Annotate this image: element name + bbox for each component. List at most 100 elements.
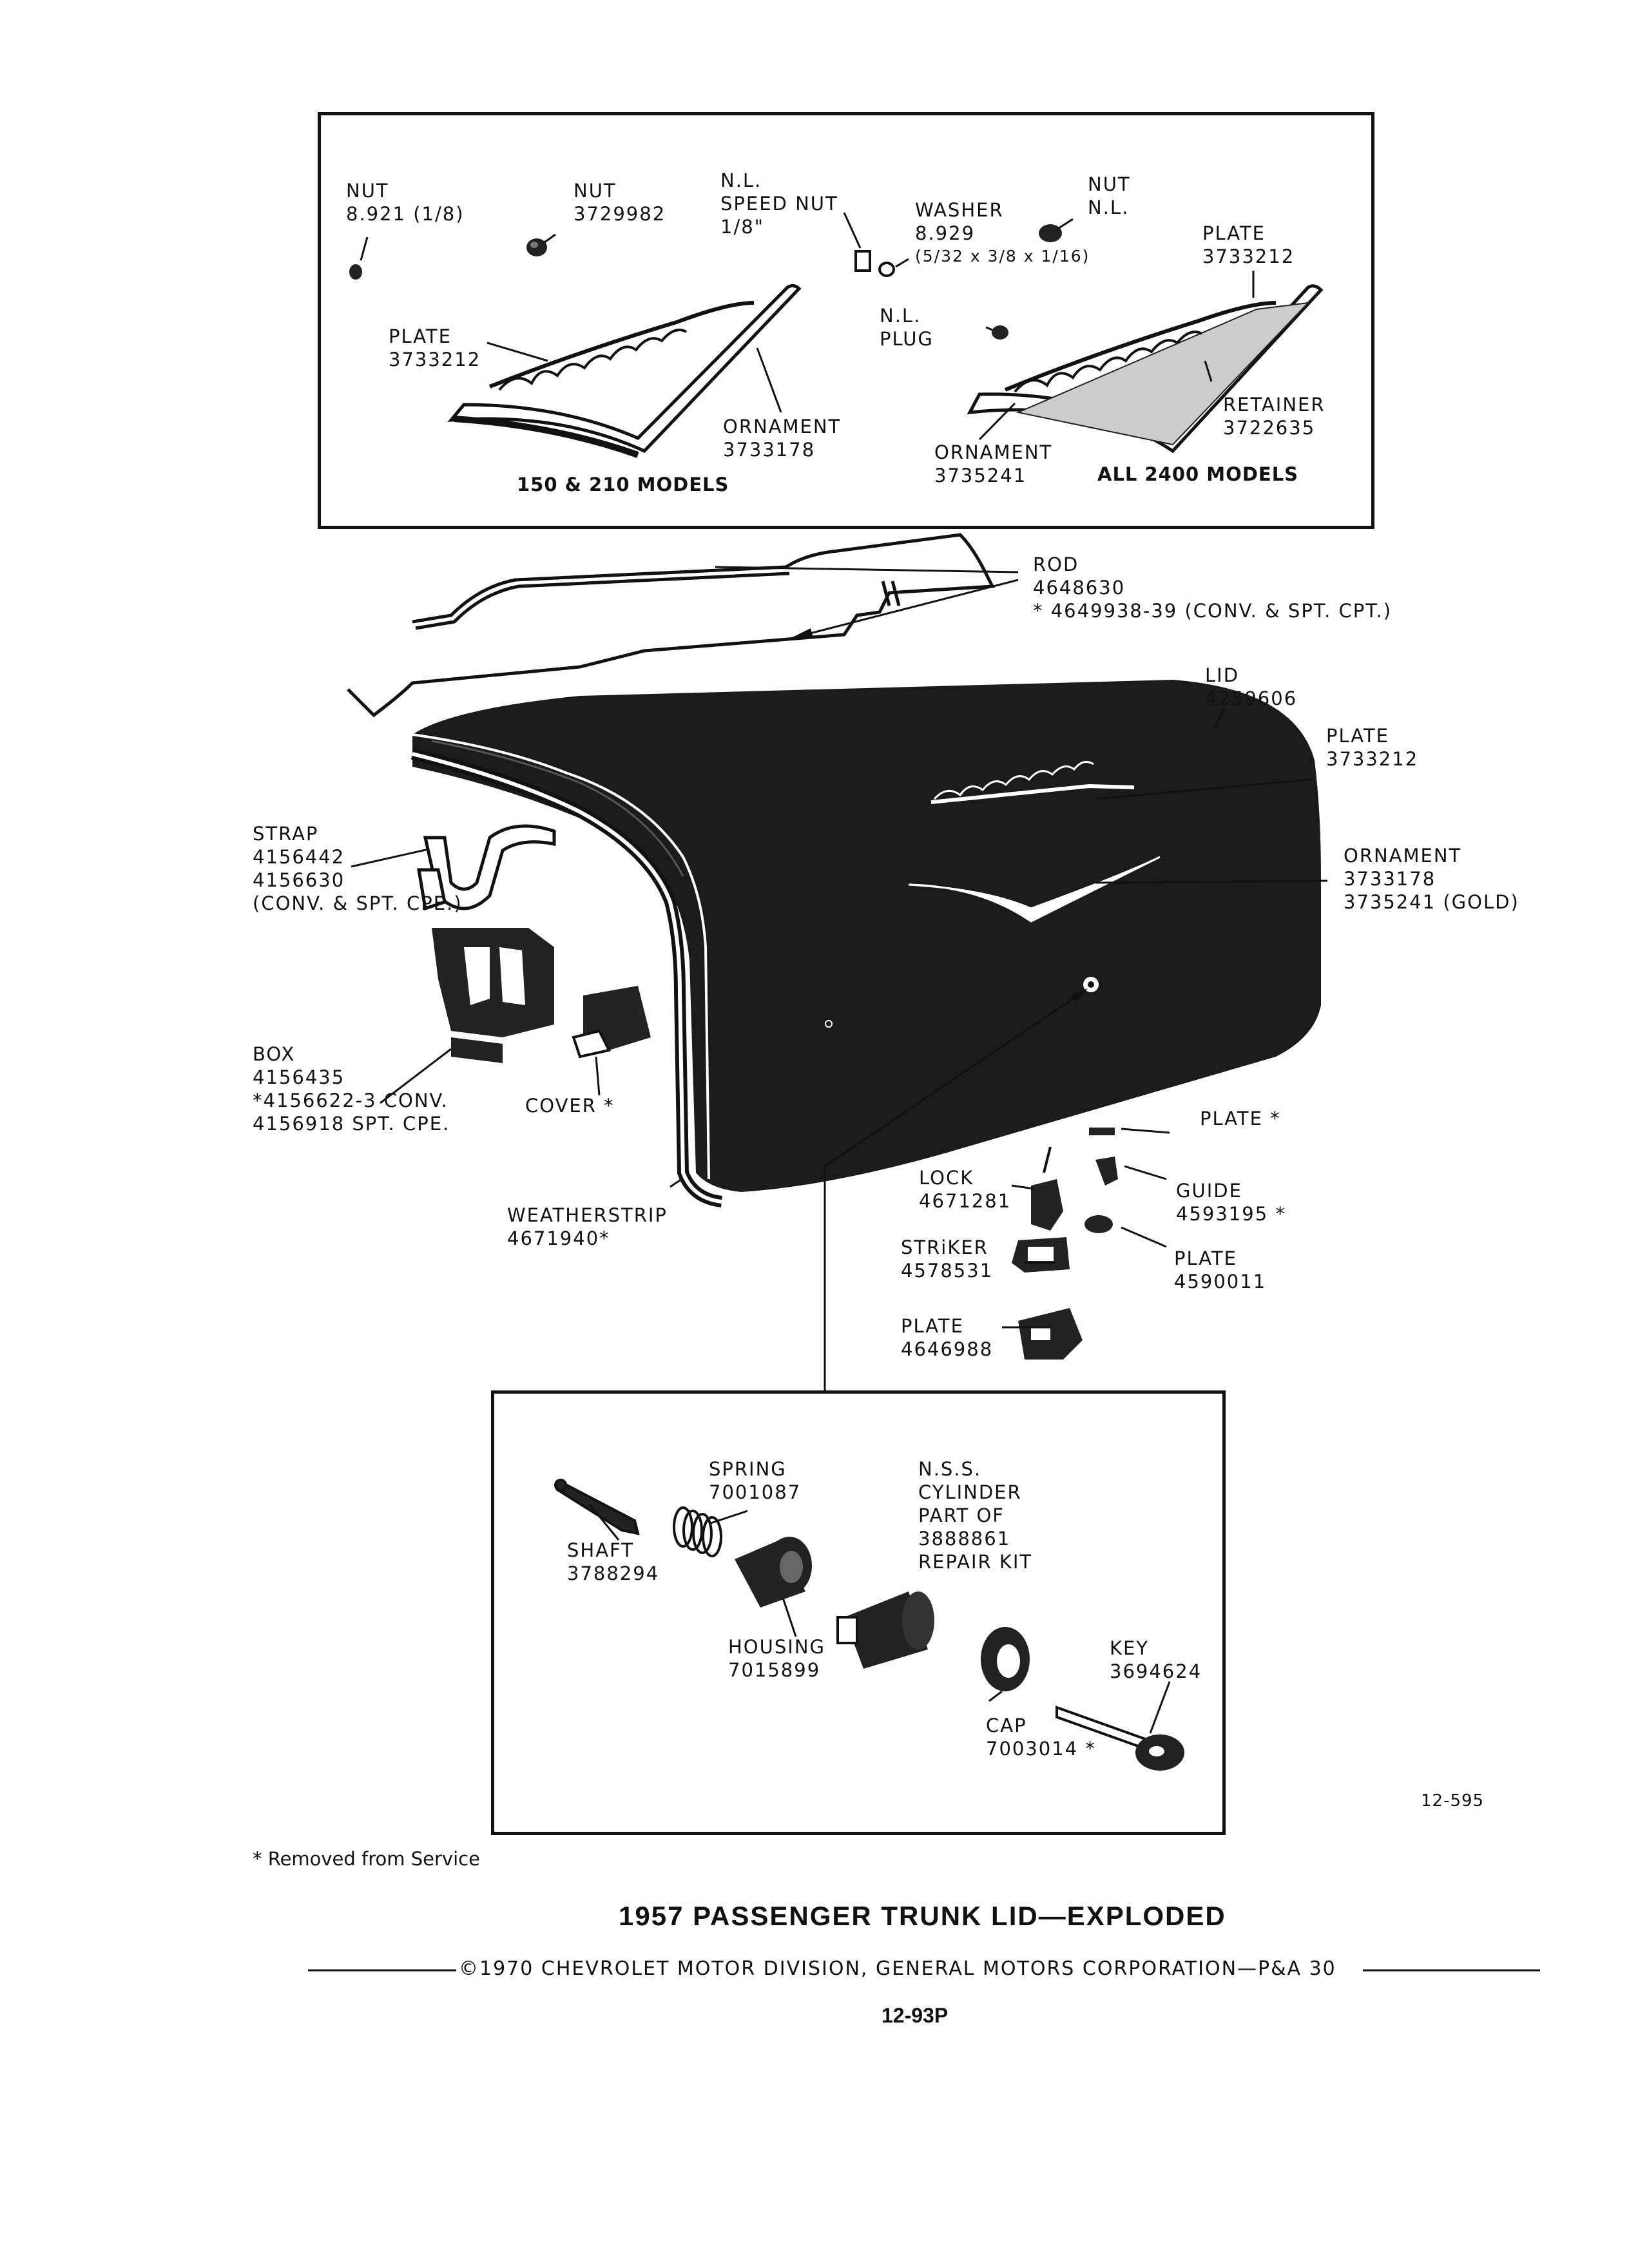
- label-line: ORNAMENT: [934, 441, 1053, 463]
- guide: [1095, 1157, 1118, 1186]
- label-line: LOCK: [919, 1167, 974, 1189]
- label-line: NUT: [574, 180, 617, 202]
- label-line: ORNAMENT: [1344, 845, 1462, 867]
- label-line: 7001087: [709, 1481, 802, 1503]
- arrowheads: [794, 628, 1088, 1002]
- lock-leader-lines: [588, 1504, 1171, 1734]
- label-line: ROD: [1033, 553, 1079, 575]
- label-line: 3788294: [567, 1562, 660, 1584]
- page-number: 12-93P: [882, 2004, 949, 2027]
- label-line: 3735241: [934, 465, 1027, 486]
- label-line: 3733178: [1344, 868, 1436, 890]
- label-line: 8.921 (1/8): [346, 203, 465, 225]
- main-leader-lines: [351, 708, 1328, 1390]
- label-line: 4671281: [919, 1190, 1012, 1212]
- label-cover: COVER *: [525, 1095, 615, 1117]
- label-line: RETAINER: [1223, 394, 1325, 416]
- label-line: HOUSING: [728, 1636, 825, 1658]
- lid-v-ornament: [908, 856, 1161, 923]
- label-models-2400: ALL 2400 MODELS: [1097, 463, 1299, 485]
- lid-script-plate: [930, 760, 1135, 804]
- label-line: N.L.: [1088, 197, 1130, 218]
- label-line: GUIDE: [1176, 1180, 1242, 1202]
- top-leader-lines: [360, 212, 1255, 441]
- label-line: BOX: [253, 1043, 296, 1065]
- label-line: SPRING: [709, 1458, 787, 1480]
- label-line: PART OF: [918, 1504, 1005, 1526]
- plate-4590011: [1084, 1215, 1113, 1233]
- label-line: 4156442: [253, 846, 345, 868]
- label-line: 4259606: [1205, 687, 1298, 709]
- plug: [992, 325, 1008, 340]
- label-line: LID: [1205, 664, 1240, 686]
- lock-latch: [1031, 1146, 1063, 1231]
- label-line: 4593195 *: [1176, 1203, 1286, 1225]
- label-line: CAP: [986, 1715, 1027, 1736]
- label-line: 3733178: [723, 439, 816, 461]
- label-line: 3735241 (GOLD): [1344, 891, 1519, 913]
- small-nut-left: [349, 264, 362, 280]
- lid-lock-cylinder: [825, 977, 1099, 1028]
- label-line: 8.929: [915, 222, 976, 244]
- label-line: 4648630: [1033, 577, 1126, 599]
- weatherstrip-gasket: [410, 748, 723, 1207]
- label-line: PLATE: [901, 1315, 964, 1337]
- label-line: 3733212: [389, 349, 481, 370]
- label-line: 4156435: [253, 1066, 345, 1088]
- label-line: KEY: [1110, 1637, 1150, 1659]
- striker: [1012, 1237, 1070, 1273]
- torsion-rod: [347, 533, 995, 718]
- label-line: SPEED NUT: [720, 193, 838, 215]
- washer: [878, 262, 895, 277]
- label-line: N.L.: [720, 169, 762, 191]
- label-line: WASHER: [915, 199, 1004, 221]
- shaft-part: [554, 1479, 640, 1535]
- label-line: 3733212: [1202, 245, 1295, 267]
- label-line: N.L.: [880, 305, 921, 327]
- label-line: 3888861: [918, 1528, 1011, 1550]
- label-line: ORNAMENT: [723, 416, 842, 437]
- label-line: REPAIR KIT: [918, 1551, 1033, 1573]
- cap-part: [981, 1627, 1030, 1691]
- hinge-cover: [572, 986, 651, 1059]
- label-line: WEATHERSTRIP: [507, 1204, 668, 1226]
- label-line: 1/8": [720, 216, 765, 238]
- label-line: PLATE: [389, 325, 452, 347]
- label-line: 3729982: [574, 203, 666, 225]
- speed-nut: [854, 250, 871, 272]
- label-line: 3694624: [1110, 1660, 1202, 1682]
- label-line: PLATE: [1174, 1247, 1237, 1269]
- label-models-150-210: 150 & 210 MODELS: [517, 474, 729, 495]
- label-line: PLUG: [880, 328, 934, 350]
- label-line: *4156622-3 CONV.: [253, 1090, 448, 1111]
- key-part: [1055, 1706, 1184, 1771]
- housing-part: [735, 1537, 812, 1608]
- label-line: SHAFT: [567, 1539, 634, 1561]
- small-plate: [1089, 1128, 1115, 1135]
- label-line: PLATE: [1202, 222, 1266, 244]
- trunk-lid: [412, 680, 1321, 1192]
- plate-4646988: [1018, 1308, 1083, 1360]
- label-line: NUT: [346, 180, 389, 202]
- strap-hinge: [417, 824, 556, 911]
